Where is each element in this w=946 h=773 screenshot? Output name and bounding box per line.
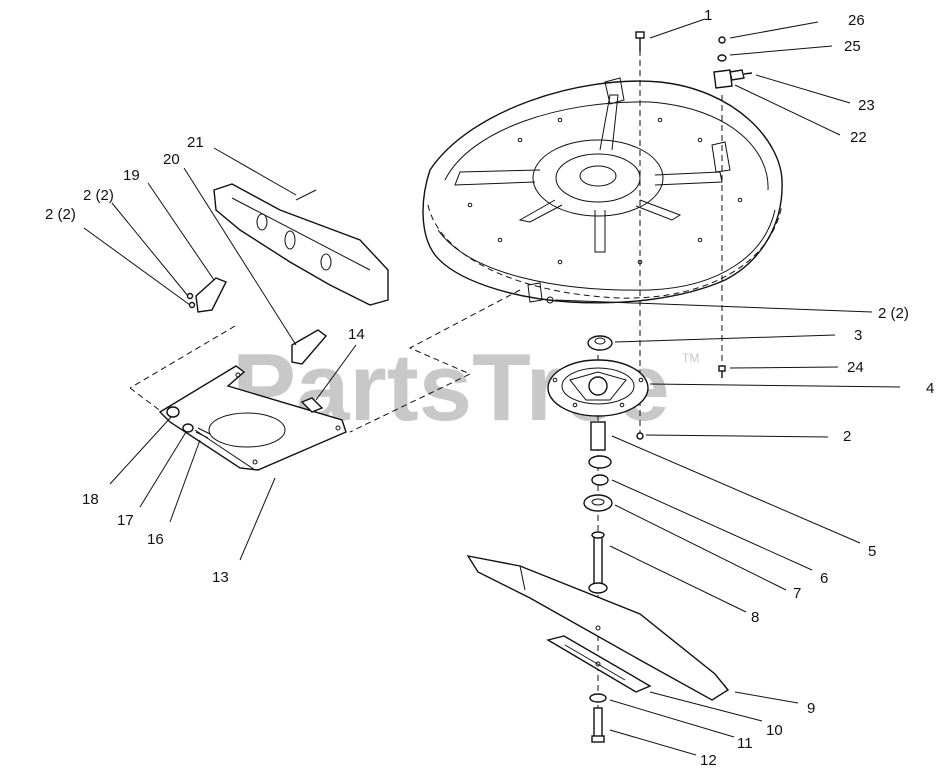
callout-22: 22 <box>850 129 867 146</box>
callout-25: 25 <box>844 38 861 55</box>
callout-2: 2 <box>843 428 851 445</box>
leader-lines <box>83 18 901 756</box>
mower-deck <box>422 77 783 304</box>
callout-23: 23 <box>858 97 875 114</box>
small-hardware <box>166 406 211 439</box>
bolt-1 <box>635 31 645 52</box>
callout-14: 14 <box>348 326 365 343</box>
bracket-19 <box>186 277 227 313</box>
callout-9: 9 <box>807 700 815 717</box>
washer-bolt <box>589 693 607 743</box>
callout-26: 26 <box>848 12 865 29</box>
callout-2-qty-c: 2 (2) <box>878 305 909 322</box>
pulley-cover <box>158 365 347 471</box>
blade <box>466 555 730 701</box>
blade-support <box>546 635 652 693</box>
cable-clamp-group <box>713 36 753 89</box>
callout-2-qty-b: 2 (2) <box>45 206 76 223</box>
callout-19: 19 <box>123 167 140 184</box>
callout-17: 17 <box>117 512 134 529</box>
spindle-stack <box>547 335 649 594</box>
callout-18: 18 <box>82 491 99 508</box>
callout-12: 12 <box>700 752 717 769</box>
watermark-tm: TM <box>682 351 699 365</box>
link-20 <box>291 329 328 365</box>
callout-2-qty-a: 2 (2) <box>83 187 114 204</box>
callout-4: 4 <box>926 380 934 397</box>
callout-labels: 1 26 25 23 22 21 20 19 2 (2) 2 (2) 2 (2)… <box>45 7 934 769</box>
callout-20: 20 <box>163 151 180 168</box>
callout-7: 7 <box>793 585 801 602</box>
callout-11: 11 <box>737 735 753 752</box>
callout-8: 8 <box>751 609 759 626</box>
stud-14 <box>300 397 324 413</box>
lift-arm <box>213 183 389 306</box>
callout-24: 24 <box>847 359 864 376</box>
callout-21: 21 <box>187 134 204 151</box>
callout-6: 6 <box>820 570 828 587</box>
callout-13: 13 <box>212 569 229 586</box>
callout-16: 16 <box>147 531 164 548</box>
callout-1: 1 <box>704 7 712 24</box>
screw-24 <box>718 365 726 378</box>
callout-3: 3 <box>854 327 862 344</box>
callout-5: 5 <box>868 543 876 560</box>
callout-10: 10 <box>766 722 783 739</box>
